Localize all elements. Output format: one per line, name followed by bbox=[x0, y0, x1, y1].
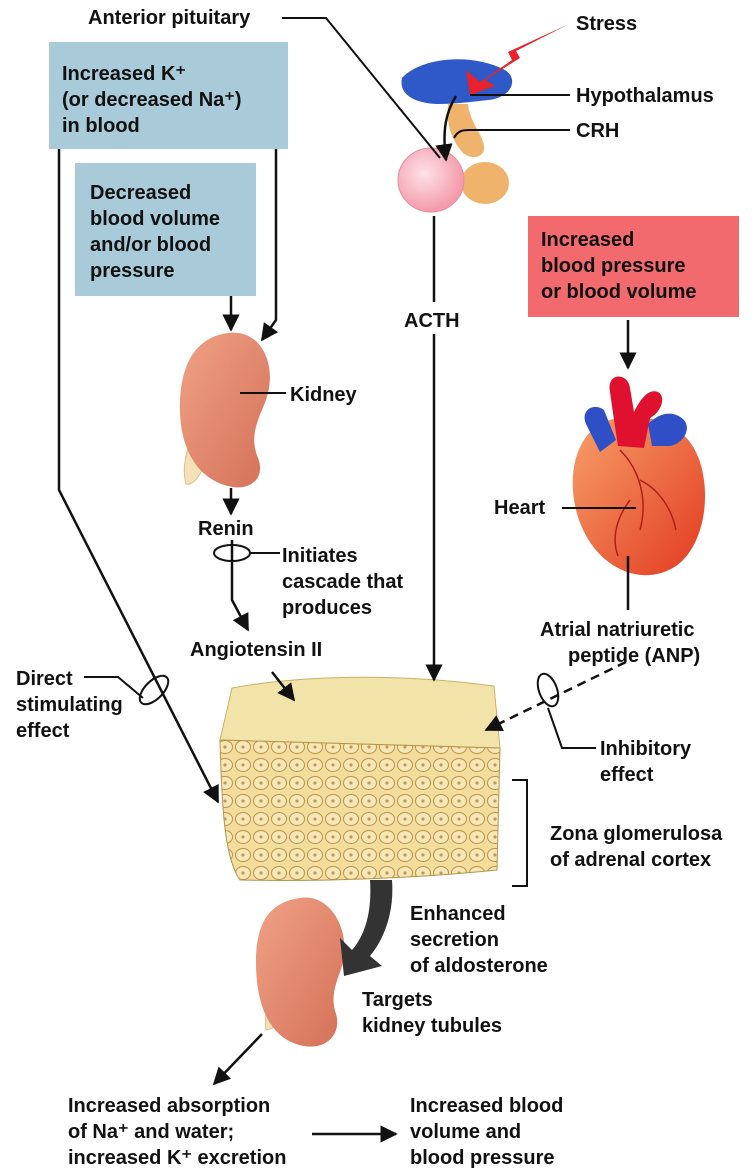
decreased-volume-line-3: and/or blood bbox=[90, 234, 211, 256]
zona-bracket bbox=[512, 780, 527, 886]
blood-outcome-line-3: blood pressure bbox=[410, 1147, 554, 1169]
angiotensin-label: Angiotensin II bbox=[190, 639, 322, 661]
zona-label-line-2: of adrenal cortex bbox=[550, 849, 711, 871]
crh-label: CRH bbox=[576, 120, 619, 142]
absorption-line-2: of Na⁺ and water; bbox=[68, 1121, 234, 1143]
cascade-label-line-2: cascade that bbox=[282, 571, 404, 593]
anp-label-line-1: Atrial natriuretic bbox=[540, 619, 694, 641]
blood-outcome-line-2: volume and bbox=[410, 1121, 521, 1143]
heart-label: Heart bbox=[494, 497, 545, 519]
increased-pressure-line-3: or blood volume bbox=[541, 281, 697, 303]
heart-illustration bbox=[573, 376, 705, 575]
enhanced-label-line-1: Enhanced bbox=[410, 903, 506, 925]
zona-glomerulosa-cells bbox=[220, 740, 500, 881]
anp-inhibition-arrow bbox=[486, 662, 626, 730]
adrenal-capsule bbox=[220, 677, 500, 748]
enhanced-label-line-2: secretion bbox=[410, 929, 499, 951]
targets-label-line-1: Targets bbox=[362, 989, 433, 1011]
stress-label: Stress bbox=[576, 13, 637, 35]
direct-effect-label-line-1: Direct bbox=[16, 668, 73, 690]
decreased-volume-box: Decreased blood volume and/or blood pres… bbox=[75, 163, 256, 296]
inhibitory-effect-symbol bbox=[534, 671, 563, 709]
anterior-pituitary-shape bbox=[398, 148, 464, 212]
targets-label-line-2: kidney tubules bbox=[362, 1015, 502, 1037]
decreased-volume-line-4: pressure bbox=[90, 260, 175, 282]
blood-outcome-line-1: Increased blood bbox=[410, 1095, 563, 1117]
inhibitory-effect-leader bbox=[548, 708, 596, 748]
stress-lightning-icon bbox=[466, 24, 569, 95]
increased-pressure-line-2: blood pressure bbox=[541, 255, 685, 277]
zona-label-line-1: Zona glomerulosa bbox=[550, 823, 723, 845]
direct-effect-label-line-3: effect bbox=[16, 720, 70, 742]
direct-effect-label-line-2: stimulating bbox=[16, 694, 123, 716]
cascade-label-line-3: produces bbox=[282, 597, 372, 619]
enhanced-label-line-3: of aldosterone bbox=[410, 955, 548, 977]
adrenal-cortex-illustration bbox=[220, 677, 500, 880]
increased-k-box: Increased K⁺ (or decreased Na⁺) in blood bbox=[49, 42, 288, 149]
kidney-lower-illustration bbox=[256, 898, 344, 1047]
potassium-to-kidney-arrow bbox=[262, 149, 276, 340]
posterior-pituitary-shape bbox=[461, 162, 509, 204]
decreased-volume-line-1: Decreased bbox=[90, 182, 191, 204]
anterior-pituitary-label: Anterior pituitary bbox=[88, 7, 251, 29]
inhibitory-label-line-1: Inhibitory bbox=[600, 738, 692, 760]
absorption-line-1: Increased absorption bbox=[68, 1095, 270, 1117]
inhibitory-label-line-2: effect bbox=[600, 764, 654, 786]
increased-k-line-1: Increased K⁺ bbox=[62, 63, 186, 85]
anp-label-line-2: peptide (ANP) bbox=[568, 645, 700, 667]
increased-pressure-line-1: Increased bbox=[541, 229, 634, 251]
increased-k-line-3: in blood bbox=[62, 115, 140, 137]
hypothalamus-pituitary-illustration bbox=[398, 24, 569, 212]
renin-to-angiotensin-arrow bbox=[232, 540, 248, 630]
absorption-line-3: increased K⁺ excretion bbox=[68, 1147, 286, 1169]
hypothalamus-label: Hypothalamus bbox=[576, 85, 714, 107]
aldosterone-secretion-arrow bbox=[340, 880, 392, 976]
renin-label: Renin bbox=[198, 518, 254, 540]
kidney-label: Kidney bbox=[290, 384, 358, 406]
hypothalamus-shape bbox=[401, 59, 512, 104]
acth-label: ACTH bbox=[404, 310, 460, 332]
increased-pressure-box: Increased blood pressure or blood volume bbox=[528, 216, 739, 317]
increased-k-line-2: (or decreased Na⁺) bbox=[62, 89, 242, 111]
kidney-upper-illustration bbox=[180, 333, 270, 488]
cascade-label-line-1: Initiates bbox=[282, 545, 358, 567]
decreased-volume-line-2: blood volume bbox=[90, 208, 220, 230]
kidney-to-absorption-arrow bbox=[214, 1034, 262, 1084]
